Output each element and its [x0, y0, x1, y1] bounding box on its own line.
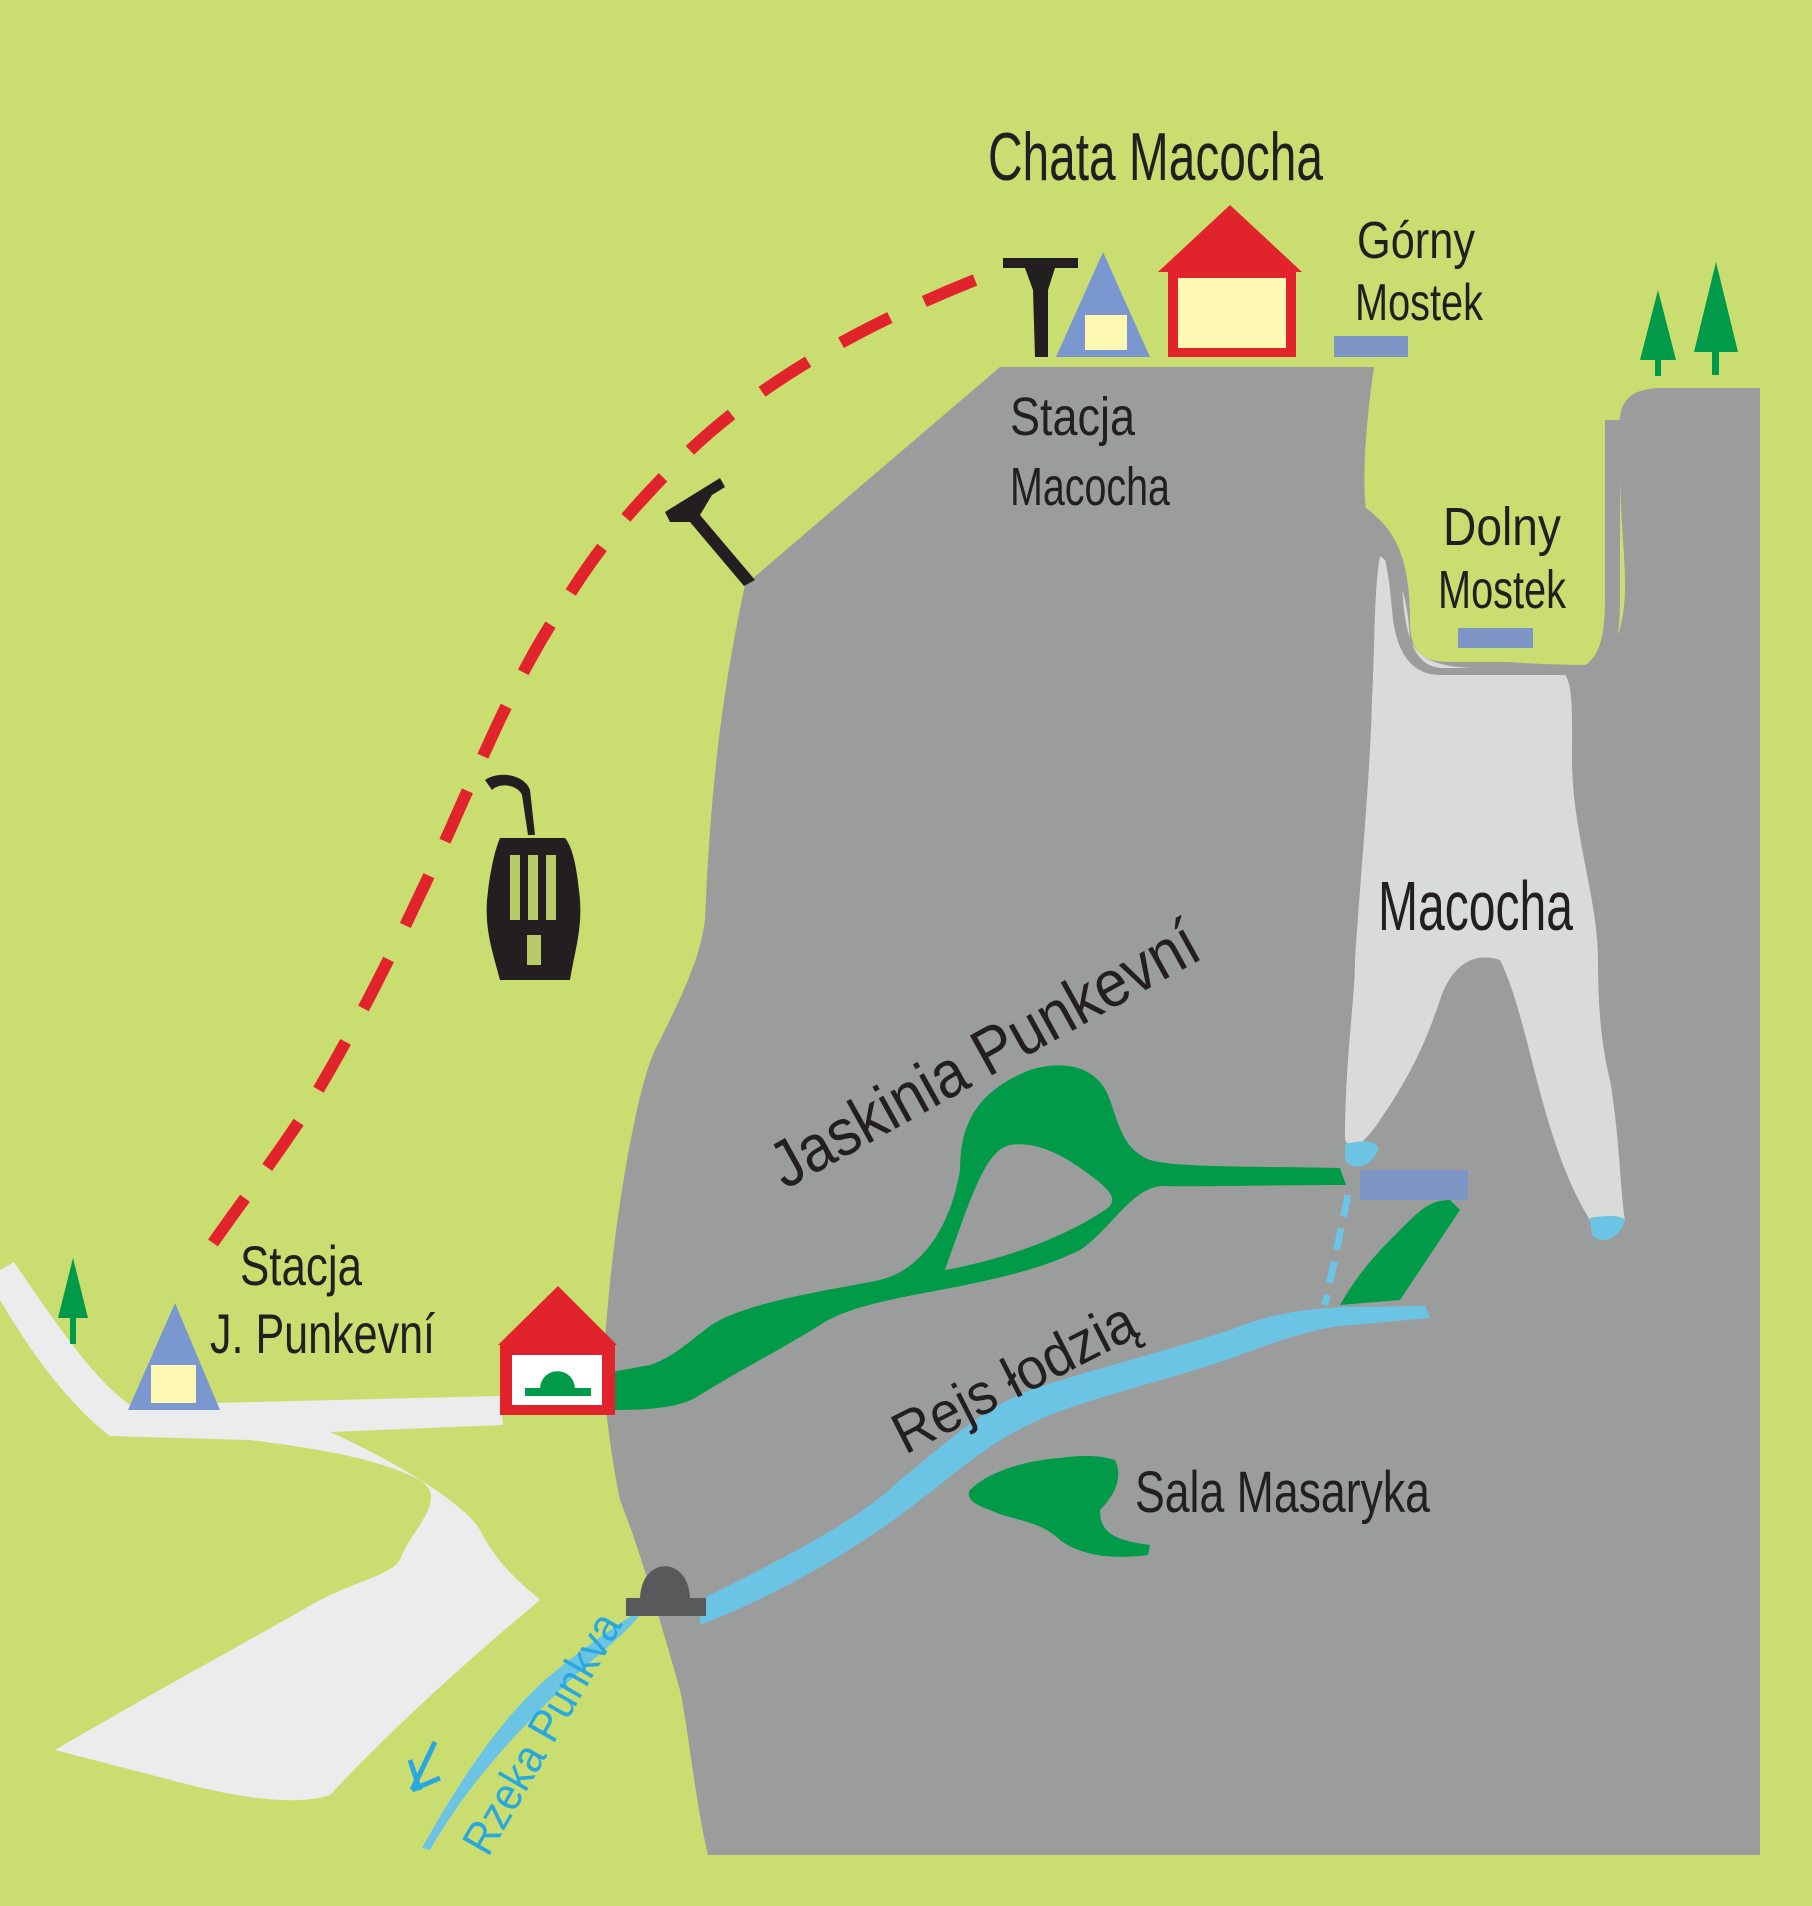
cable-car-icon	[485, 774, 581, 980]
cave-entrance-icon	[498, 1286, 617, 1415]
bridge-icon	[1360, 1170, 1468, 1200]
tunnel-exit-icon	[626, 1566, 706, 1616]
label-stacja-punkevni-line1: Stacja	[240, 1234, 363, 1297]
road	[0, 1262, 540, 1801]
label-dolny-mostek-line2: Mostek	[1438, 560, 1567, 620]
rzeka-punkva-stream	[422, 1610, 640, 1850]
cable-pylon-icon	[665, 478, 755, 586]
tree-icon	[58, 1258, 88, 1344]
cable-pylon-icon	[1003, 258, 1078, 357]
abyss-pool-left	[1345, 1141, 1379, 1167]
sala-masaryka-hall	[968, 1455, 1150, 1557]
cave-loop-hole	[945, 1144, 1113, 1270]
abyss-pool-right	[1590, 1215, 1625, 1240]
chalet-icon	[1158, 205, 1302, 357]
label-stacja-punkevni-line2: J. Punkevní	[210, 1302, 435, 1365]
macocha-abyss	[1345, 556, 1625, 1220]
label-stacja-macocha-line1: Stacja	[1010, 387, 1136, 447]
bridge-icon	[1458, 628, 1533, 648]
station-hut-icon	[1056, 252, 1150, 357]
station-hut-icon	[128, 1303, 220, 1410]
label-gorny-mostek-line2: Mostek	[1355, 274, 1484, 332]
bridge-icon	[1334, 336, 1408, 357]
river-flow-arrow	[407, 1740, 441, 1793]
cable-car-line	[189, 274, 978, 1274]
label-gorny-mostek-line1: Górny	[1357, 212, 1475, 270]
label-sala-masaryka: Sala Masaryka	[1135, 1460, 1431, 1525]
cave-passage-right	[1340, 1200, 1460, 1305]
tree-icon	[1640, 290, 1676, 376]
dolny-mostek-notch	[1380, 413, 1610, 662]
tree-icon	[1694, 262, 1738, 375]
label-chata-macocha: Chata Macocha	[988, 119, 1323, 195]
label-macocha: Macocha	[1378, 867, 1573, 945]
waterfall-dashes	[1321, 1194, 1352, 1306]
label-stacja-macocha-line2: Macocha	[1010, 457, 1171, 517]
label-dolny-mostek-line1: Dolny	[1443, 497, 1561, 557]
